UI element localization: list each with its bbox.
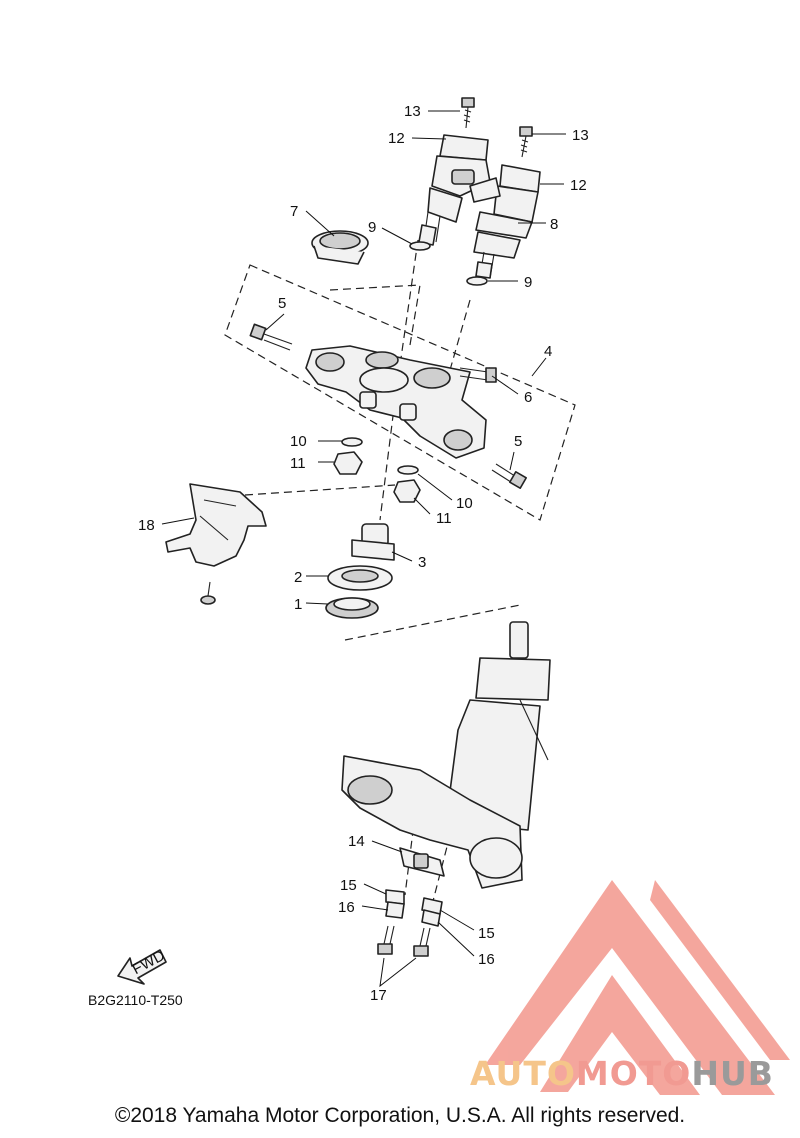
callout-10-right: 10: [456, 495, 473, 512]
callout-9-left: 9: [368, 219, 376, 236]
leader-lines: [161, 110, 566, 988]
callout-15-right: 15: [478, 925, 495, 942]
bolt-17-left: [377, 925, 395, 955]
fwd-label: FWD: [130, 947, 168, 978]
bolt-6: [459, 367, 497, 383]
bolt-5-left: [249, 323, 293, 351]
nut-11-left: [333, 451, 363, 475]
collar-16-right: [421, 909, 441, 927]
callout-12-left: 12: [388, 130, 405, 147]
watermark-auto: AUTO: [470, 1054, 576, 1093]
copyright-notice: ©2018 Yamaha Motor Corporation, U.S.A. A…: [114, 1104, 686, 1127]
bolt-13-left: [461, 97, 475, 129]
collar-16-left: [385, 901, 405, 919]
callout-5-left: 5: [278, 295, 286, 312]
bolt-13-right: [519, 126, 533, 158]
guide-line-cap: [329, 284, 421, 346]
callout-4: 4: [544, 343, 552, 360]
cap-7: [311, 230, 369, 265]
watermark-hub: HUB: [691, 1054, 774, 1093]
callout-1: 1: [294, 596, 302, 613]
bearing-1: [325, 597, 379, 619]
callout-10-left: 10: [290, 433, 307, 450]
guide-line-handlebar-right: [449, 299, 471, 371]
callout-2: 2: [294, 569, 302, 586]
callout-8: 8: [550, 216, 558, 233]
under-bracket: [341, 621, 551, 889]
washer-10-right: [397, 465, 419, 475]
handlebar-holder-left: [418, 134, 491, 246]
diagram-code: B2G2110-T250: [88, 992, 183, 1008]
callout-18: 18: [138, 517, 155, 534]
callout-3: 3: [418, 554, 426, 571]
fwd-arrow-icon: FWD: [117, 947, 168, 985]
watermark-moto: MOTO: [575, 1054, 692, 1093]
upper-bracket-4: [305, 345, 487, 459]
washer-10-left: [341, 437, 363, 447]
bracket-18: [165, 483, 267, 567]
guide-line-bracket-18: [244, 484, 396, 496]
guide-line-nut-center: [379, 399, 396, 521]
callout-13-left: 13: [404, 103, 421, 120]
callout-6: 6: [524, 389, 532, 406]
callout-16-left: 16: [338, 899, 355, 916]
callout-13-right: 13: [572, 127, 589, 144]
callout-12-right: 12: [570, 177, 587, 194]
watermark-logo: [485, 880, 790, 1095]
assembly-4-boundary: [224, 264, 576, 521]
washer-9-left: [409, 241, 431, 251]
sensor-14: [399, 847, 445, 877]
bolt-17-right: [413, 927, 431, 957]
guide-line-handlebar-left: [399, 239, 419, 366]
nut-11-right: [393, 479, 421, 503]
callout-9-right: 9: [524, 274, 532, 291]
handlebar-holder-right: [469, 164, 541, 279]
callout-15-left: 15: [340, 877, 357, 894]
washer-9-right: [466, 276, 488, 286]
guide-line-bearing: [344, 604, 521, 641]
callout-14: 14: [348, 833, 365, 850]
callout-16-right: 16: [478, 951, 495, 968]
washer-2: [327, 565, 393, 591]
callout-5-right: 5: [514, 433, 522, 450]
callout-11-right: 11: [436, 510, 452, 527]
ring-nut-3: [351, 523, 395, 561]
screw-18: [200, 581, 216, 605]
bolt-5-right: [491, 463, 527, 489]
callout-11-left: 11: [290, 455, 306, 472]
callout-17: 17: [370, 987, 387, 1004]
callout-7: 7: [290, 203, 298, 220]
watermark-text: AUTOMOTOHUB: [470, 1054, 774, 1093]
